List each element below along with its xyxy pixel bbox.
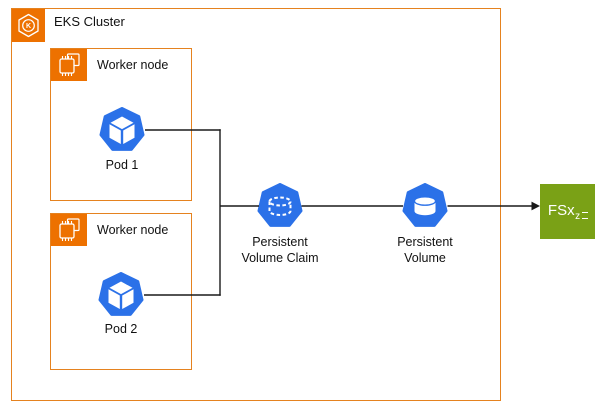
eks-cluster-boundary (11, 8, 501, 401)
arrowhead-to-fsx (531, 201, 540, 211)
worker-node-icon (51, 214, 87, 246)
pod-2-label: Pod 2 (104, 322, 138, 336)
persistent-volume-claim-label: Persistent Volume Claim (241, 235, 319, 265)
fsx-icon: FSxz (540, 184, 595, 239)
pod-1-label: Pod 1 (105, 158, 139, 172)
worker-node-2-label: Worker node (97, 223, 169, 237)
eks-cluster-icon: K (12, 9, 45, 42)
fsx-sub-letter: z (575, 211, 581, 222)
worker-node-1-label: Worker node (97, 58, 169, 72)
fsx-bars-glyph (581, 211, 588, 219)
worker-node-1-box: Worker node (50, 48, 192, 201)
worker-node-icon (51, 49, 87, 81)
persistent-volume-claim-icon (257, 183, 303, 227)
svg-text:K: K (26, 23, 31, 30)
pod-2-icon (98, 272, 144, 316)
persistent-volume-label: Persistent Volume (397, 235, 453, 265)
pod-1-icon (99, 107, 145, 151)
cluster-title: EKS Cluster (54, 14, 125, 29)
fsx-label: FSx (547, 202, 575, 219)
persistent-volume-icon (402, 183, 448, 227)
